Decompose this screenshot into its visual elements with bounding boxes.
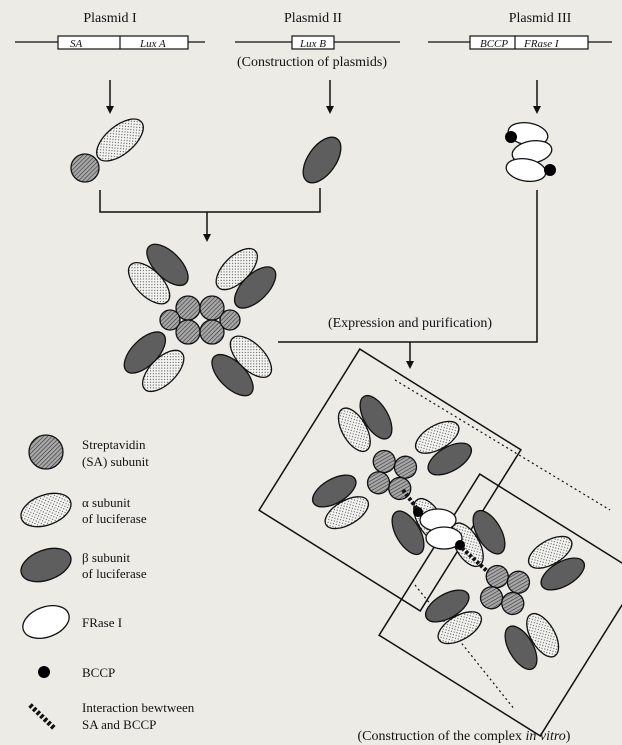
plasmid-3-seg-b: FRase I (523, 38, 560, 50)
plasmid-1-title: Plasmid I (83, 11, 137, 26)
legend-beta-line1: β subunit (82, 550, 131, 565)
final-complex (259, 349, 622, 736)
plasmid-2-title: Plasmid II (284, 11, 342, 26)
plasmid-1: Plasmid I SA Lux A (15, 11, 205, 50)
legend-alpha-line2: of luciferase (82, 511, 147, 526)
tetramer-complex (117, 237, 282, 402)
caption-complex-suffix: ) (566, 729, 571, 744)
merge-connector (100, 188, 320, 212)
legend-beta-line2: of luciferase (82, 566, 147, 581)
plasmid-3-seg-a: BCCP (480, 38, 508, 50)
legend: Streptavidin (SA) subunit α subunit of l… (16, 435, 194, 732)
legend-beta: β subunit of luciferase (16, 542, 146, 588)
legend-sa-line2: (SA) subunit (82, 454, 149, 469)
plasmid-3-title: Plasmid III (509, 11, 572, 26)
plasmid-1-seg-a: SA (70, 38, 83, 50)
caption-complex: (Construction of the complex in vitro) (358, 729, 571, 744)
legend-interaction-line2: SA and BCCP (82, 717, 156, 732)
plasmid-2-seg-a: Lux B (299, 38, 326, 50)
luxb-subunit (296, 131, 349, 190)
legend-sa: Streptavidin (SA) subunit (29, 435, 149, 469)
legend-bccp: BCCP (38, 665, 115, 680)
caption-expression: (Expression and purification) (328, 316, 492, 331)
plasmid-3: Plasmid III BCCP FRase I (428, 11, 612, 50)
legend-sa-line1: Streptavidin (82, 437, 146, 452)
legend-frase-label: FRase I (82, 615, 122, 630)
sa-luxa-fusion (71, 111, 150, 182)
plasmid-2: Plasmid II Lux B (Construction of plasmi… (235, 11, 400, 70)
legend-frase: FRase I (18, 600, 122, 645)
caption-complex-prefix: (Construction of the complex (358, 729, 526, 744)
legend-alpha: α subunit of luciferase (16, 487, 146, 533)
plasmid-1-seg-b: Lux A (139, 38, 166, 50)
legend-interaction-line1: Interaction bewtween (82, 700, 195, 715)
legend-interaction: Interaction bewtween SA and BCCP (30, 700, 195, 732)
caption-construction-plasmids: (Construction of plasmids) (237, 55, 387, 70)
legend-alpha-line1: α subunit (82, 495, 131, 510)
caption-complex-italic: in vitro (525, 729, 565, 744)
bccp-frase-fusion (504, 120, 556, 185)
legend-bccp-label: BCCP (82, 665, 115, 680)
